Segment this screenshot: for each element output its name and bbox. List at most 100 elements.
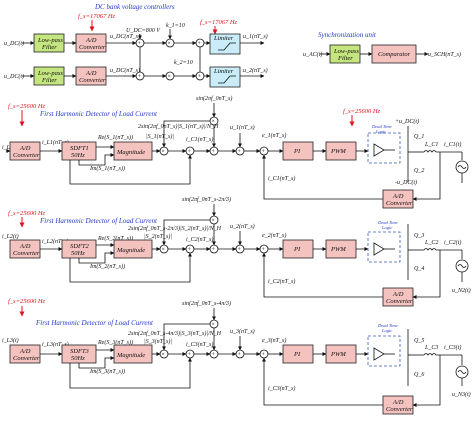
sync-unit-title: Synchronization unit xyxy=(318,31,377,39)
svg-text:Filter: Filter xyxy=(41,44,57,51)
svg-text:Converter: Converter xyxy=(386,298,413,305)
q6-label: Q_6 xyxy=(414,372,424,378)
re2-label: Re(S_2(nT_s)) xyxy=(97,235,133,242)
fhd1-title: First Harmonic Detector of Load Current xyxy=(39,110,158,118)
ic1-fb-label: i_C1(nT_s) xyxy=(268,175,295,182)
ic3-t-label: i_C3(t) xyxy=(444,344,461,351)
svg-text:Filter: Filter xyxy=(337,55,353,62)
svg-text:PWM: PWM xyxy=(330,148,346,155)
abs3-label: |S_3(nT_s)| xyxy=(144,338,172,345)
im1-label: Im(S_1(nT_s)) xyxy=(89,165,125,172)
svg-text:PI: PI xyxy=(293,246,301,253)
u2-row2-label: u_2(nT_s) xyxy=(230,223,255,230)
svg-text:+: + xyxy=(262,352,266,358)
mudc-1: -u_DC(t) xyxy=(395,179,417,186)
svg-text:A/D: A/D xyxy=(392,399,404,406)
svg-text:Logic: Logic xyxy=(381,328,392,333)
svg-text:Dead Time: Dead Time xyxy=(377,323,398,328)
mag2-label: 2sin(2πf_0nT_s-2π/3)|S_2(nT_s)|/N_H xyxy=(128,225,222,232)
dc-bank-title: DC bank voltage controllers xyxy=(94,3,175,11)
svg-text:PI: PI xyxy=(293,148,301,155)
mag3-label: 2sin(2πf_0nT_s-4π/3)|S_3(nT_s)|/N_H xyxy=(128,330,222,337)
fhd3-title: First Harmonic Detector of Load Current xyxy=(35,319,154,327)
svg-text:Filter: Filter xyxy=(41,77,57,84)
inductor-lc3 xyxy=(423,353,437,356)
row2-left-freq: f_s=25600 Hz xyxy=(8,210,46,217)
svg-text:Low-pass: Low-pass xyxy=(37,70,63,77)
udc-ref-label: U_DC=800 V xyxy=(126,28,161,34)
udc-t-label-1: u_DC(t) xyxy=(4,40,24,47)
udc-nts-label-1: u_DC(nT_s) xyxy=(110,33,140,40)
ic3-fb-label: i_C3(nT_s) xyxy=(268,385,295,392)
e3-label: e_3(nT_s) xyxy=(262,337,286,344)
sin2-label: sin(2πf_0nT_s-2π/3) xyxy=(182,196,231,203)
phase-3-row: f_s=25600 Hz First Harmonic Detector of … xyxy=(2,298,471,415)
limiter-1 xyxy=(209,33,241,55)
svg-text:+: + xyxy=(212,352,216,358)
ic2-label: i_C2(nT_s) xyxy=(186,236,213,243)
svg-text:×: × xyxy=(168,74,171,80)
svg-text:A/D: A/D xyxy=(19,348,31,355)
phase-1-row: f_s=25600 Hz First Harmonic Detector of … xyxy=(2,95,469,209)
q5-label: Q_5 xyxy=(414,338,424,344)
svg-text:50Hz: 50Hz xyxy=(71,152,85,159)
svg-text:×: × xyxy=(162,352,165,358)
svg-text:+: + xyxy=(238,247,242,253)
usync-label: u_SCH(nT_s) xyxy=(428,51,461,58)
ic2-t-label: i_C2(t) xyxy=(444,239,461,246)
limiter-curve-1 xyxy=(218,42,236,51)
svg-text:+: + xyxy=(138,41,142,47)
svg-text:Dead Time: Dead Time xyxy=(377,220,398,225)
lc1-label: L_C1 xyxy=(424,142,438,148)
svg-text:PWM: PWM xyxy=(330,351,346,358)
mag1-label: 2sin(2πf_0nT_s)|S_1(nT_s)|/N_H xyxy=(138,123,219,130)
svg-text:PWM: PWM xyxy=(330,246,346,253)
dc-lim-freq: f_s=17067 Hz xyxy=(200,19,238,26)
il2-nts-label: i_L2(nT_s) xyxy=(42,238,69,245)
svg-text:A/D: A/D xyxy=(19,243,31,250)
svg-text:+: + xyxy=(238,149,242,155)
svg-text:Dead Time: Dead Time xyxy=(371,124,392,129)
svg-text:Magnitude: Magnitude xyxy=(116,247,145,254)
svg-text:+: + xyxy=(188,149,192,155)
limiter-2 xyxy=(209,66,241,88)
im3-label: Im(S_3(nT_s)) xyxy=(89,368,125,375)
uac-label: u_AC(t) xyxy=(303,51,322,58)
svg-text:SDFT2: SDFT2 xyxy=(70,243,90,250)
ic3-label: i_C3(nT_s) xyxy=(186,341,213,348)
abs2-label: |S_2(nT_s)| xyxy=(144,233,172,240)
il3-t-label: i_L3(t) xyxy=(2,337,19,344)
il1-nts-label: i_L1(nT_s) xyxy=(42,139,69,146)
svg-text:A/D: A/D xyxy=(392,193,404,200)
sin1-label: sin(2πf_0nT_s) xyxy=(196,95,232,102)
svg-text:Logic: Logic xyxy=(375,129,386,134)
u1-row1-label: u_1(nT_s) xyxy=(230,124,255,131)
ic1-label: i_C1(nT_s) xyxy=(186,136,213,143)
dead-time-logic-3 xyxy=(367,335,401,367)
svg-text:×: × xyxy=(212,119,215,125)
k1-label: k_1=10 xyxy=(166,23,185,29)
svg-text:×: × xyxy=(162,247,165,253)
im2-label: Im(S_2(nT_s)) xyxy=(89,263,125,270)
sin3-label: sin(2πf_0nT_s-4π/3) xyxy=(182,300,231,307)
lc2-label: L_C2 xyxy=(424,240,438,246)
svg-text:+: + xyxy=(198,74,202,80)
dead-time-logic-1 xyxy=(367,132,401,164)
il2-t-label: i_L2(t) xyxy=(2,233,19,240)
svg-text:Limiter: Limiter xyxy=(213,68,234,75)
pudc-1: +u_DC(t) xyxy=(395,118,419,125)
phase-2-row: f_s=25600 Hz First Harmonic Detector of … xyxy=(2,196,471,307)
svg-text:Converter: Converter xyxy=(13,355,40,362)
svg-text:+: + xyxy=(262,149,266,155)
svg-text:×: × xyxy=(162,149,165,155)
svg-text:+: + xyxy=(138,74,142,80)
svg-text:Converter: Converter xyxy=(13,250,40,257)
svg-text:Converter: Converter xyxy=(13,152,40,159)
re1-label: Re(S_1(nT_s)) xyxy=(97,134,133,141)
re3-label: Re(S_3(nT_s)) xyxy=(97,339,133,346)
u2-dc-out-label: u_2(nT_s) xyxy=(243,67,268,74)
lc3-label: L_C3 xyxy=(424,345,438,351)
svg-text:+: + xyxy=(188,352,192,358)
